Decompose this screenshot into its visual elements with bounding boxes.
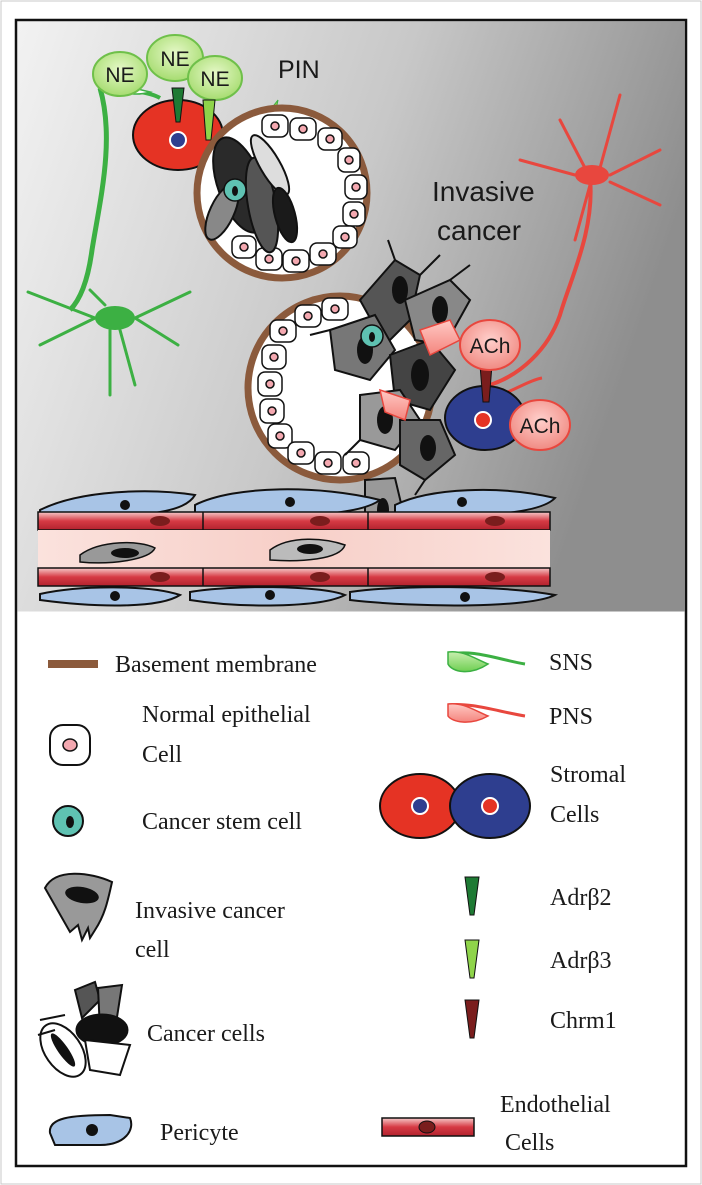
ne-label-1: NE xyxy=(105,64,134,87)
legend-adrb3-swatch xyxy=(464,939,480,979)
legend-pns: PNS xyxy=(549,704,593,730)
legend-stromal-cells-swatch xyxy=(379,773,531,839)
legend-sns-swatch xyxy=(447,650,526,673)
ne-label-2: NE xyxy=(160,48,189,71)
legend-basement-membrane-swatch xyxy=(48,660,98,668)
ne-vesicles: NE NE NE xyxy=(92,34,243,101)
pns-cell-body xyxy=(575,165,609,185)
ne-label-3: NE xyxy=(200,68,229,91)
ne-vesicle-1 xyxy=(92,51,148,97)
pin-cancer-cluster xyxy=(204,134,299,254)
legend-invasive-cancer-cell-line2: cell xyxy=(135,937,170,963)
legend-basement-membrane: Basement membrane xyxy=(115,652,317,678)
stromal-cell-blue xyxy=(444,364,526,451)
legend-cancer-stem-cell-swatch xyxy=(52,805,84,837)
ach-vesicle-1 xyxy=(459,319,521,371)
legend-pericyte-swatch xyxy=(48,1113,133,1146)
legend-normal-epithelial-line2: Cell xyxy=(142,742,182,768)
ach-vesicle-2 xyxy=(509,399,571,451)
legend-invasive-cancer-cell-swatch xyxy=(43,872,114,943)
invasive-cancer-label-line2: cancer xyxy=(437,215,521,246)
legend-chrm1-swatch xyxy=(464,999,480,1039)
legend: Basement membrane Normal epithelial Cell… xyxy=(37,650,626,1156)
adrb2-receptor-top xyxy=(171,87,185,123)
invasive-gland xyxy=(244,239,472,552)
legend-normal-epithelial-line1: Normal epithelial xyxy=(142,702,311,728)
legend-cancer-stem-cell: Cancer stem cell xyxy=(142,809,302,835)
legend-stromal-cells-line2: Cells xyxy=(550,802,599,828)
legend-endothelial-cells-line1: Endothelial xyxy=(500,1092,611,1118)
legend-sns: SNS xyxy=(549,650,593,676)
legend-stromal-cells-line1: Stromal xyxy=(550,762,626,788)
legend-invasive-cancer-cell-line1: Invasive cancer xyxy=(135,898,285,924)
ach-label-2: ACh xyxy=(520,415,561,438)
legend-cancer-cells-swatch xyxy=(37,980,132,1078)
legend-endothelial-cells-line2: Cells xyxy=(505,1130,554,1156)
pin-gland xyxy=(193,104,371,282)
legend-pns-swatch xyxy=(447,702,526,723)
legend-cancer-cells: Cancer cells xyxy=(147,1021,265,1047)
legend-endothelial-cells-swatch xyxy=(381,1117,475,1137)
pin-label: PIN xyxy=(278,56,320,84)
blood-vessel xyxy=(37,488,559,607)
stromal-cell-red xyxy=(132,87,224,171)
invasive-cancer-label-line1: Invasive xyxy=(432,176,535,207)
adrb3-receptor-top xyxy=(202,99,216,141)
legend-adrb2: Adrβ2 xyxy=(550,885,612,911)
sns-cell-body xyxy=(95,306,135,330)
legend-normal-epithelial-swatch xyxy=(49,724,91,766)
legend-adrb3: Adrβ3 xyxy=(550,948,612,974)
ach-label-1: ACh xyxy=(470,335,511,358)
legend-adrb2-swatch xyxy=(464,876,480,916)
legend-chrm1: Chrm1 xyxy=(550,1008,617,1034)
legend-pericyte: Pericyte xyxy=(160,1120,239,1146)
ach-vesicles: ACh ACh xyxy=(459,319,571,451)
